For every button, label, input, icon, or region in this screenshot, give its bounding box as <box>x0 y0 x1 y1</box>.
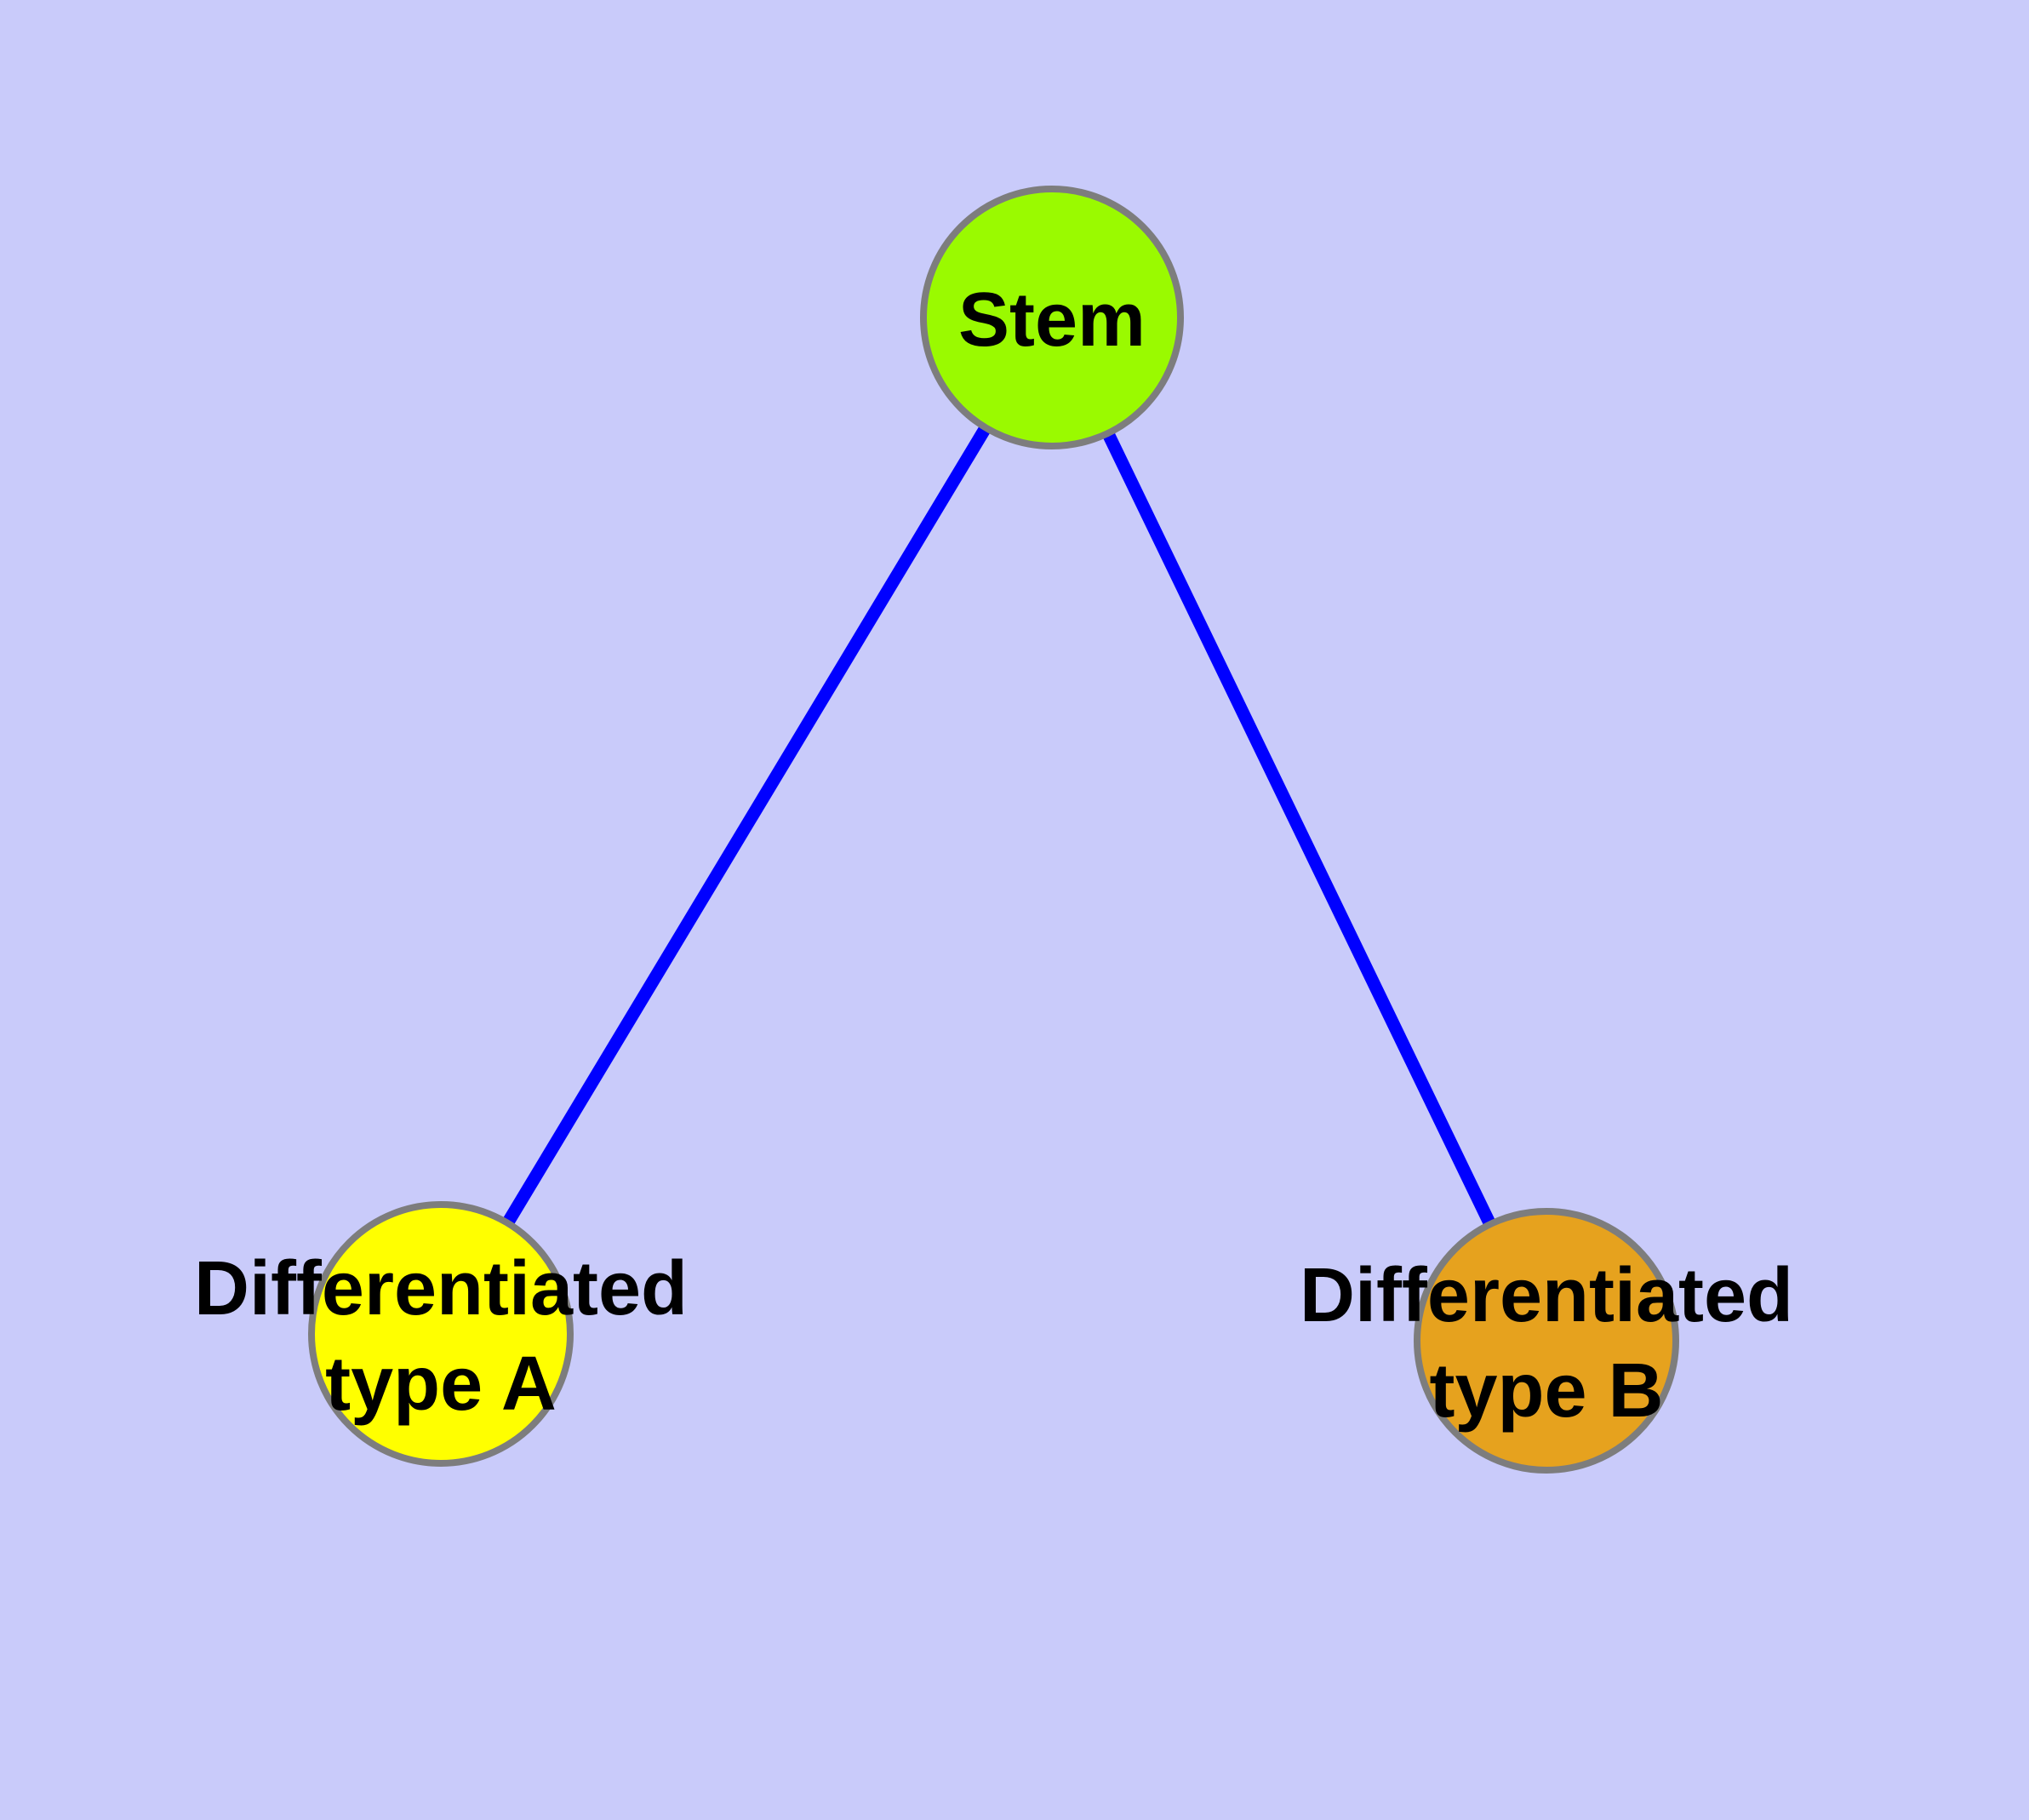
node-type-a-label: Differentiated type A <box>194 1246 688 1427</box>
node-stem-circle <box>920 186 1184 449</box>
node-type-a-label-line: type A <box>325 1342 557 1427</box>
node-stem-label: Stem <box>958 278 1146 363</box>
node-type-b-label-line: type B <box>1429 1348 1663 1434</box>
node-type-b-label: Differentiated type B <box>1300 1253 1793 1434</box>
node-type-a-circle <box>308 1201 574 1467</box>
edges-layer <box>435 314 1552 1344</box>
node-type-b-label-line: Differentiated <box>1300 1253 1793 1338</box>
node-type-b-circle <box>1414 1208 1679 1474</box>
edge-stem-type-a <box>435 314 1058 1337</box>
node-type-a-label-line: Differentiated <box>194 1246 688 1331</box>
node-type-a: Differentiated type A <box>194 1201 688 1467</box>
node-stem-label-line: Stem <box>958 278 1146 363</box>
node-type-b: Differentiated type B <box>1300 1208 1793 1474</box>
edge-stem-type-b <box>1046 314 1552 1344</box>
node-stem: Stem <box>920 186 1184 449</box>
